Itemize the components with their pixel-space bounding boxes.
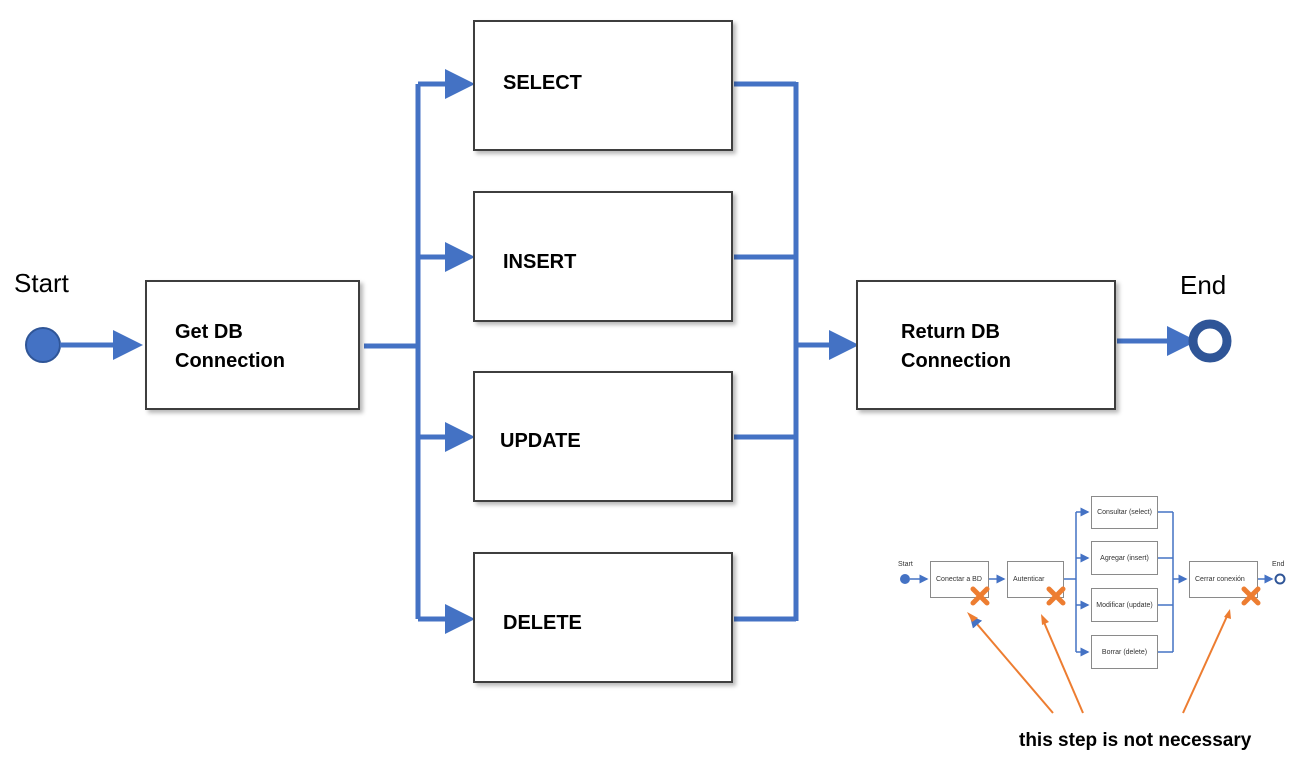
update-box: UPDATE xyxy=(473,371,733,502)
return-db-connection-label: Return DB Connection xyxy=(901,321,1011,372)
end-label: End xyxy=(1180,270,1227,300)
start-label: Start xyxy=(14,268,69,298)
update-label: UPDATE xyxy=(500,430,581,452)
select-label: SELECT xyxy=(503,72,582,94)
annotation-arrowhead-auth xyxy=(1041,614,1049,625)
get-db-connection-label: Get DB Connection xyxy=(175,321,285,372)
select-box: SELECT xyxy=(473,20,733,151)
end-node xyxy=(1188,319,1232,363)
delete-box: DELETE xyxy=(473,552,733,683)
inset-select-label: Consultar (select) xyxy=(1097,509,1152,516)
inset-update-label: Modificar (update) xyxy=(1096,601,1153,609)
delete-label: DELETE xyxy=(503,612,582,634)
insert-box: INSERT xyxy=(473,191,733,322)
inset-update-box: Modificar (update) xyxy=(1091,588,1158,622)
annotation-arrow-auth xyxy=(1042,619,1084,714)
annotation-arrowhead-close xyxy=(1224,609,1231,619)
inset-start-node xyxy=(900,574,910,584)
inset-select-box: Consultar (select) xyxy=(1091,496,1158,529)
inset-delete-box: Borrar (delete) xyxy=(1091,635,1158,669)
inset-connect-label: Conectar a BD xyxy=(936,576,982,583)
inset-delete-label: Borrar (delete) xyxy=(1101,648,1148,656)
return-db-connection-box: Return DB Connection xyxy=(856,280,1116,410)
x-icon xyxy=(1046,586,1066,606)
annotation-arrow-close xyxy=(1182,613,1229,714)
get-db-connection-box: Get DB Connection xyxy=(145,280,360,410)
annotation-arrow-connect xyxy=(969,615,1054,714)
annotation-text: this step is not necessary xyxy=(1019,730,1252,751)
inset-auth-label: Autenticar xyxy=(1013,576,1045,583)
inset-start-label: Start xyxy=(898,561,913,568)
x-icon xyxy=(970,586,990,606)
inset-end-label: End xyxy=(1272,561,1285,568)
insert-label: INSERT xyxy=(503,251,577,273)
inset-close-label: Cerrar conexión xyxy=(1195,576,1245,583)
inset-end-node xyxy=(1274,573,1286,585)
inset-insert-label: Agregar (insert) xyxy=(1100,554,1149,562)
annotation-arrowhead-connect xyxy=(967,612,978,622)
inset-insert-box: Agregar (insert) xyxy=(1091,541,1158,575)
x-icon xyxy=(1241,586,1261,606)
